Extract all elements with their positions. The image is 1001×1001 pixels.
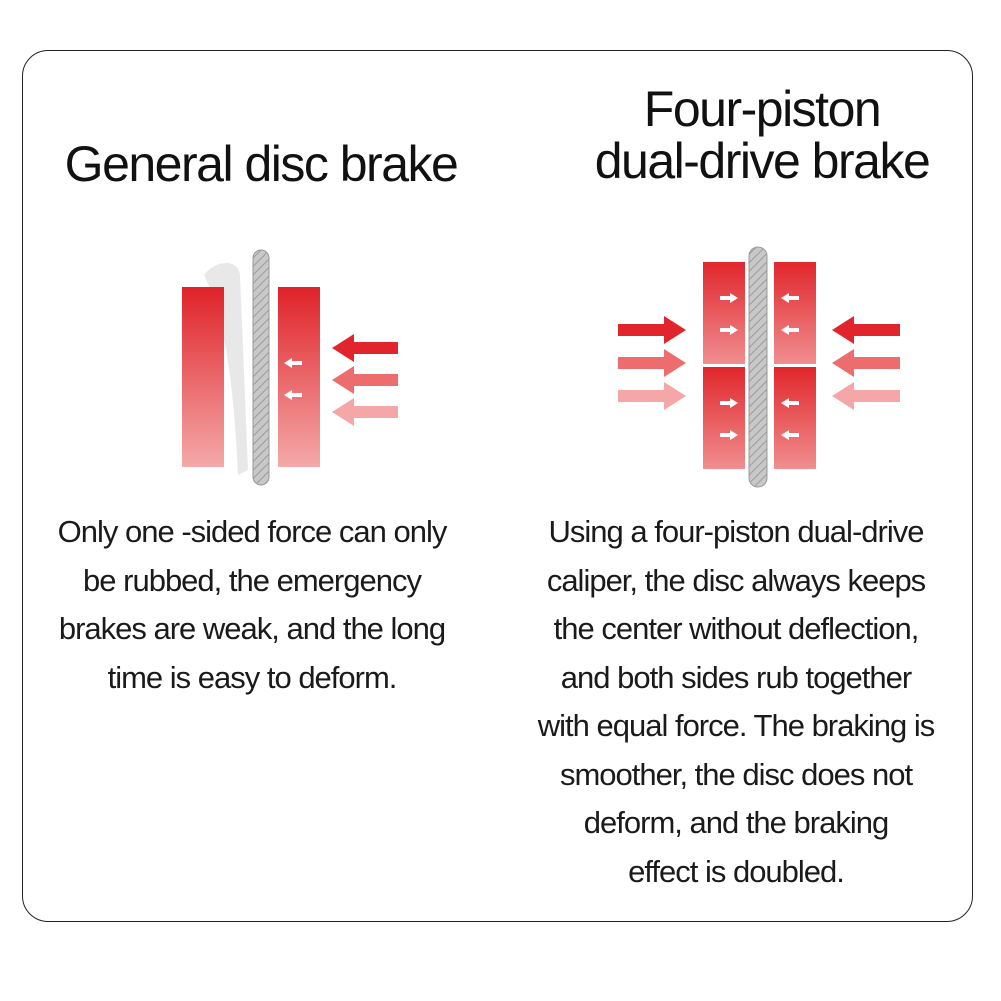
description-line: time is easy to deform. xyxy=(107,659,398,695)
one-sided-force-arrow xyxy=(332,334,398,426)
piston-pad-top-right xyxy=(774,262,816,364)
four-piston-brake-description: Using a four-piston dual-drive caliper, … xyxy=(505,508,967,896)
content-frame xyxy=(22,50,973,922)
title-line: dual-drive brake xyxy=(594,133,931,189)
brake-disc xyxy=(748,246,768,488)
description-line: deform, and the braking xyxy=(583,805,889,840)
fixed-brake-pad xyxy=(182,287,224,467)
piston-pad-top-left xyxy=(703,262,745,364)
title-general-disc-brake: General disc brake xyxy=(22,138,500,190)
piston-pad-bottom-left xyxy=(703,367,745,469)
pad-force-arrow xyxy=(781,293,799,440)
general-disc-brake-diagram xyxy=(182,249,398,486)
brake-disc xyxy=(252,249,270,486)
pad-force-arrow xyxy=(284,358,302,400)
description-line: with equal force. The braking is xyxy=(537,708,936,743)
title-four-piston-brake: Four-piston dual-drive brake xyxy=(500,83,1001,187)
title-line: General disc brake xyxy=(64,136,459,192)
description-line: smoother, the disc does not xyxy=(559,756,913,792)
left-force-arrow xyxy=(618,316,686,410)
description-line: the center without deflection, xyxy=(553,611,920,646)
description-line: effect is doubled. xyxy=(628,853,845,889)
piston-pad-bottom-right xyxy=(774,367,816,469)
deformed-disc-ghost xyxy=(204,262,248,475)
four-piston-brake-diagram xyxy=(618,246,900,488)
description-line: and both sides rub together xyxy=(560,659,912,695)
pad-force-arrow xyxy=(720,293,738,440)
title-line: Four-piston xyxy=(643,81,882,137)
piston-brake-pad xyxy=(278,287,320,467)
description-line: Using a four-piston dual-drive xyxy=(548,514,925,549)
description-line: caliper, the disc always keeps xyxy=(546,562,926,598)
description-line: brakes are weak, and the long xyxy=(58,611,446,646)
description-line: Only one -sided force can only xyxy=(57,514,448,549)
right-force-arrow xyxy=(832,316,900,410)
description-line: be rubbed, the emergency xyxy=(83,562,422,598)
general-disc-brake-description: Only one -sided force can only be rubbed… xyxy=(22,508,482,702)
